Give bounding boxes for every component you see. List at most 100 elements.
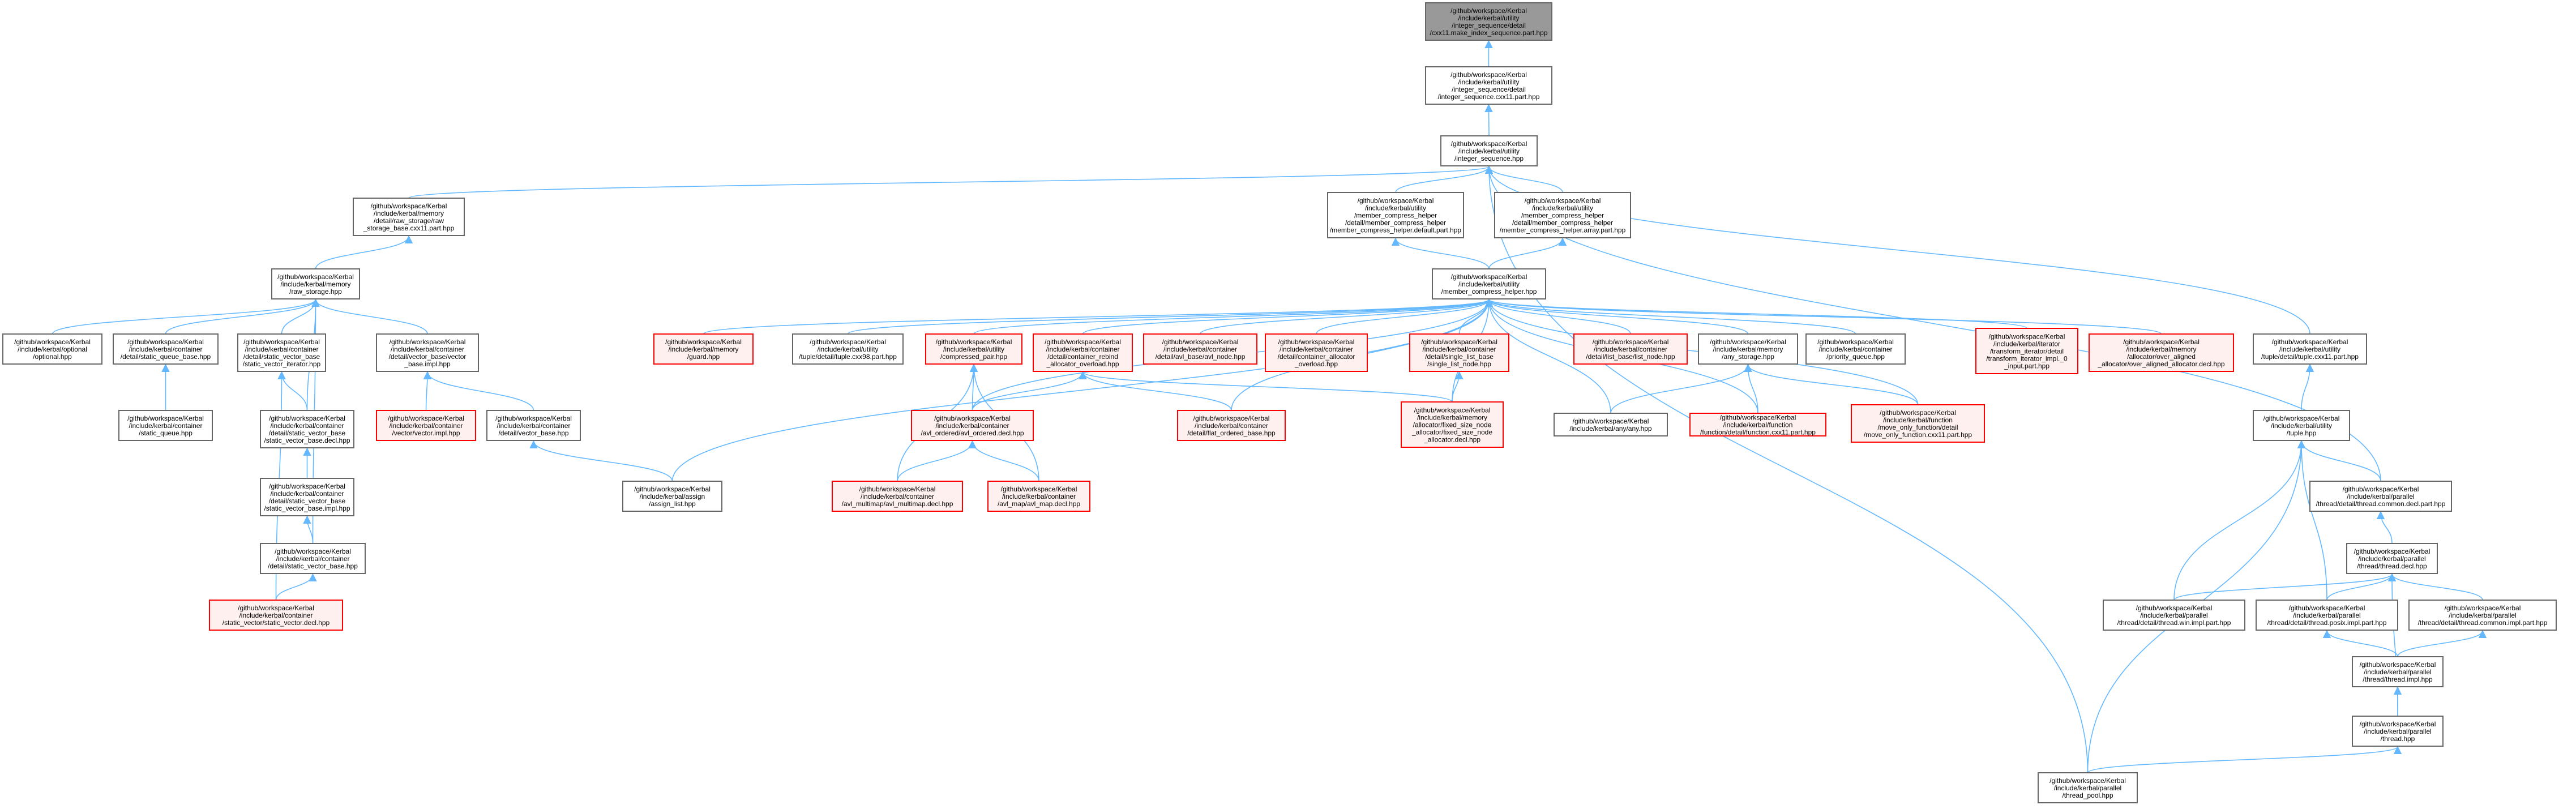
dependency-edge (1484, 165, 2089, 773)
node-label-line: /include/kerbal/container (1594, 345, 1667, 353)
node-label-line: /priority_queue.hpp (1826, 353, 1885, 361)
file-node-mch-array[interactable]: /github/workspace/Kerbal/include/kerbal/… (1494, 192, 1631, 238)
node-label-line: /github/workspace/Kerbal (1162, 338, 1239, 346)
file-node-fixed-size-node-alloc[interactable]: /github/workspace/Kerbal/include/kerbal/… (1401, 401, 1504, 448)
file-node-compressed-pair[interactable]: /github/workspace/Kerbal/include/kerbal/… (925, 333, 1022, 365)
file-node-assign-list[interactable]: /github/workspace/Kerbal/include/kerbal/… (622, 481, 722, 512)
file-node-static-queue-base[interactable]: /github/workspace/Kerbal/include/kerbal/… (113, 333, 219, 365)
node-label-line: /static_vector_base.decl.hpp (264, 436, 350, 444)
file-node-tuple[interactable]: /github/workspace/Kerbal/include/kerbal/… (2253, 410, 2350, 441)
file-node-mch[interactable]: /github/workspace/Kerbal/include/kerbal/… (1432, 268, 1546, 299)
node-label-line: /github/workspace/Kerbal (934, 414, 1011, 422)
file-node-container-alloc[interactable]: /github/workspace/Kerbal/include/kerbal/… (1265, 333, 1368, 372)
file-node-thread-common-impl[interactable]: /github/workspace/Kerbal/include/kerbal/… (2408, 600, 2557, 631)
file-node-avl-map-decl[interactable]: /github/workspace/Kerbal/include/kerbal/… (987, 481, 1090, 512)
file-node-iseq[interactable]: /github/workspace/Kerbal/include/kerbal/… (1440, 135, 1538, 166)
node-label-line: /github/workspace/Kerbal (1045, 338, 1121, 346)
node-label-line: /github/workspace/Kerbal (1358, 197, 1434, 205)
node-label-line: /include/kerbal/assign (640, 493, 705, 500)
node-box (2408, 600, 2557, 631)
file-node-thread-posix[interactable]: /github/workspace/Kerbal/include/kerbal/… (2256, 600, 2398, 631)
node-box (1573, 333, 1688, 365)
file-node-thread-win[interactable]: /github/workspace/Kerbal/include/kerbal/… (2103, 600, 2245, 631)
file-node-svb-iterator[interactable]: /github/workspace/Kerbal/include/kerbal/… (237, 333, 326, 372)
node-label-line: /include/kerbal/container (270, 422, 344, 430)
node-label-line: /include/kerbal/optional (18, 345, 87, 353)
file-node-move-only-function[interactable]: /github/workspace/Kerbal/include/kerbal/… (1851, 404, 1985, 443)
node-label-line: /github/workspace/Kerbal (238, 604, 314, 612)
node-label-line: /include/kerbal/any/any.hpp (1569, 425, 1652, 433)
file-node-static-vector-decl[interactable]: /github/workspace/Kerbal/include/kerbal/… (209, 600, 343, 631)
file-node-static-queue[interactable]: /github/workspace/Kerbal/include/kerbal/… (118, 410, 213, 441)
file-node-avl-ordered-decl[interactable]: /github/workspace/Kerbal/include/kerbal/… (911, 410, 1034, 441)
file-node-svb-impl[interactable]: /github/workspace/Kerbal/include/kerbal/… (260, 478, 354, 516)
file-node-avl-node[interactable]: /github/workspace/Kerbal/include/kerbal/… (1143, 333, 1257, 365)
file-node-any-storage[interactable]: /github/workspace/Kerbal/include/kerbal/… (1698, 333, 1798, 365)
file-node-tuple-cxx11[interactable]: /github/workspace/Kerbal/include/kerbal/… (2253, 333, 2367, 365)
node-label-line: /thread/thread.decl.hpp (2357, 562, 2427, 570)
file-node-thread-pool[interactable]: /github/workspace/Kerbal/include/kerbal/… (2038, 772, 2138, 803)
node-label-line: /github/workspace/Kerbal (2136, 604, 2213, 612)
node-box (2352, 716, 2444, 747)
file-node-single-list-node[interactable]: /github/workspace/Kerbal/include/kerbal/… (1409, 333, 1509, 372)
file-node-thread-impl[interactable]: /github/workspace/Kerbal/include/kerbal/… (2352, 656, 2444, 687)
node-label-line: /detail/static_vector_base (269, 497, 346, 505)
node-label-line: /move_only_function.cxx11.part.hpp (1864, 431, 1972, 439)
dependency-edge (1484, 165, 1563, 193)
file-node-thread-common-decl[interactable]: /github/workspace/Kerbal/include/kerbal/… (2309, 481, 2452, 512)
file-node-list-node[interactable]: /github/workspace/Kerbal/include/kerbal/… (1573, 333, 1688, 365)
node-box (1494, 192, 1631, 238)
file-node-vb-impl[interactable]: /github/workspace/Kerbal/include/kerbal/… (376, 333, 479, 372)
node-box (1689, 413, 1826, 436)
node-box (2253, 333, 2367, 365)
node-label-line: /tuple/detail/tuple.cxx98.part.hpp (799, 353, 897, 361)
node-label-line: /integer_sequence.cxx11.part.hpp (1438, 93, 1540, 101)
file-node-avl-multimap-decl[interactable]: /github/workspace/Kerbal/include/kerbal/… (832, 481, 963, 512)
node-label-line: /single_list_node.hpp (1427, 360, 1491, 368)
node-label-line: /include/kerbal/parallel (2140, 611, 2207, 619)
node-label-line: /integer_sequence/detail (1452, 85, 1526, 93)
file-node-transform-iterator[interactable]: /github/workspace/Kerbal/include/kerbal/… (1975, 328, 2078, 374)
file-node-function-cxx11[interactable]: /github/workspace/Kerbal/include/kerbal/… (1689, 413, 1826, 436)
file-node-priority-queue[interactable]: /github/workspace/Kerbal/include/kerbal/… (1805, 333, 1906, 365)
node-label-line: /include/kerbal/memory (1713, 345, 1783, 353)
node-label-line: /static_queue.hpp (139, 429, 192, 437)
node-label-line: /detail/static_vector_base (269, 429, 346, 437)
node-box (1432, 268, 1546, 299)
file-node-mch-default[interactable]: /github/workspace/Kerbal/include/kerbal/… (1327, 192, 1464, 238)
file-node-tuple-cxx98[interactable]: /github/workspace/Kerbal/include/kerbal/… (792, 333, 904, 365)
file-node-flat-ordered-base[interactable]: /github/workspace/Kerbal/include/kerbal/… (1177, 410, 1286, 441)
node-label-line: /github/workspace/Kerbal (1421, 338, 1497, 346)
node-label-line: /include/kerbal/iterator (1993, 340, 2060, 348)
node-box (832, 481, 963, 512)
file-node-thread-decl[interactable]: /github/workspace/Kerbal/include/kerbal/… (2346, 543, 2438, 574)
file-node-raw-storage[interactable]: /github/workspace/Kerbal/include/kerbal/… (271, 268, 360, 299)
dependency-edge (2397, 630, 2487, 657)
file-node-vector-impl[interactable]: /github/workspace/Kerbal/include/kerbal/… (376, 410, 476, 441)
node-box (2038, 772, 2138, 803)
node-box (376, 333, 479, 372)
file-node-svb-decl[interactable]: /github/workspace/Kerbal/include/kerbal/… (260, 410, 354, 448)
file-node-guard[interactable]: /github/workspace/Kerbal/include/kerbal/… (653, 333, 754, 365)
file-node-rebind-alloc[interactable]: /github/workspace/Kerbal/include/kerbal/… (1033, 333, 1133, 372)
node-label-line: /github/workspace/Kerbal (2343, 485, 2419, 493)
file-node-vector-base[interactable]: /github/workspace/Kerbal/include/kerbal/… (486, 410, 581, 441)
file-node-optional[interactable]: /github/workspace/Kerbal/include/kerbal/… (2, 333, 102, 365)
file-node-thread[interactable]: /github/workspace/Kerbal/include/kerbal/… (2352, 716, 2444, 747)
node-box (1425, 66, 1552, 105)
node-label-line: /move_only_function/detail (1877, 423, 1958, 431)
node-label-line: /github/workspace/Kerbal (1450, 71, 1527, 79)
node-label-line: /thread/detail/thread.common.decl.part.h… (2316, 500, 2446, 508)
node-label-line: /member_compress_helper.default.part.hpp (1330, 226, 1461, 234)
file-node-over-aligned[interactable]: /github/workspace/Kerbal/include/kerbal/… (2089, 333, 2234, 372)
node-label-line: /include/kerbal/container (1280, 345, 1353, 353)
node-box (118, 410, 213, 441)
node-label-line: /static_vector/static_vector.decl.hpp (222, 619, 330, 627)
node-label-line: /include/kerbal/utility (817, 345, 878, 353)
node-label-line: _allocator_overload.hpp (1046, 360, 1119, 368)
node-box (792, 333, 904, 365)
file-node-any[interactable]: /github/workspace/Kerbal/include/kerbal/… (1554, 413, 1668, 436)
file-node-svb[interactable]: /github/workspace/Kerbal/include/kerbal/… (260, 543, 366, 574)
file-node-raw-storage-base[interactable]: /github/workspace/Kerbal/include/kerbal/… (353, 198, 465, 236)
file-node-iseq-cxx11[interactable]: /github/workspace/Kerbal/include/kerbal/… (1425, 66, 1552, 105)
